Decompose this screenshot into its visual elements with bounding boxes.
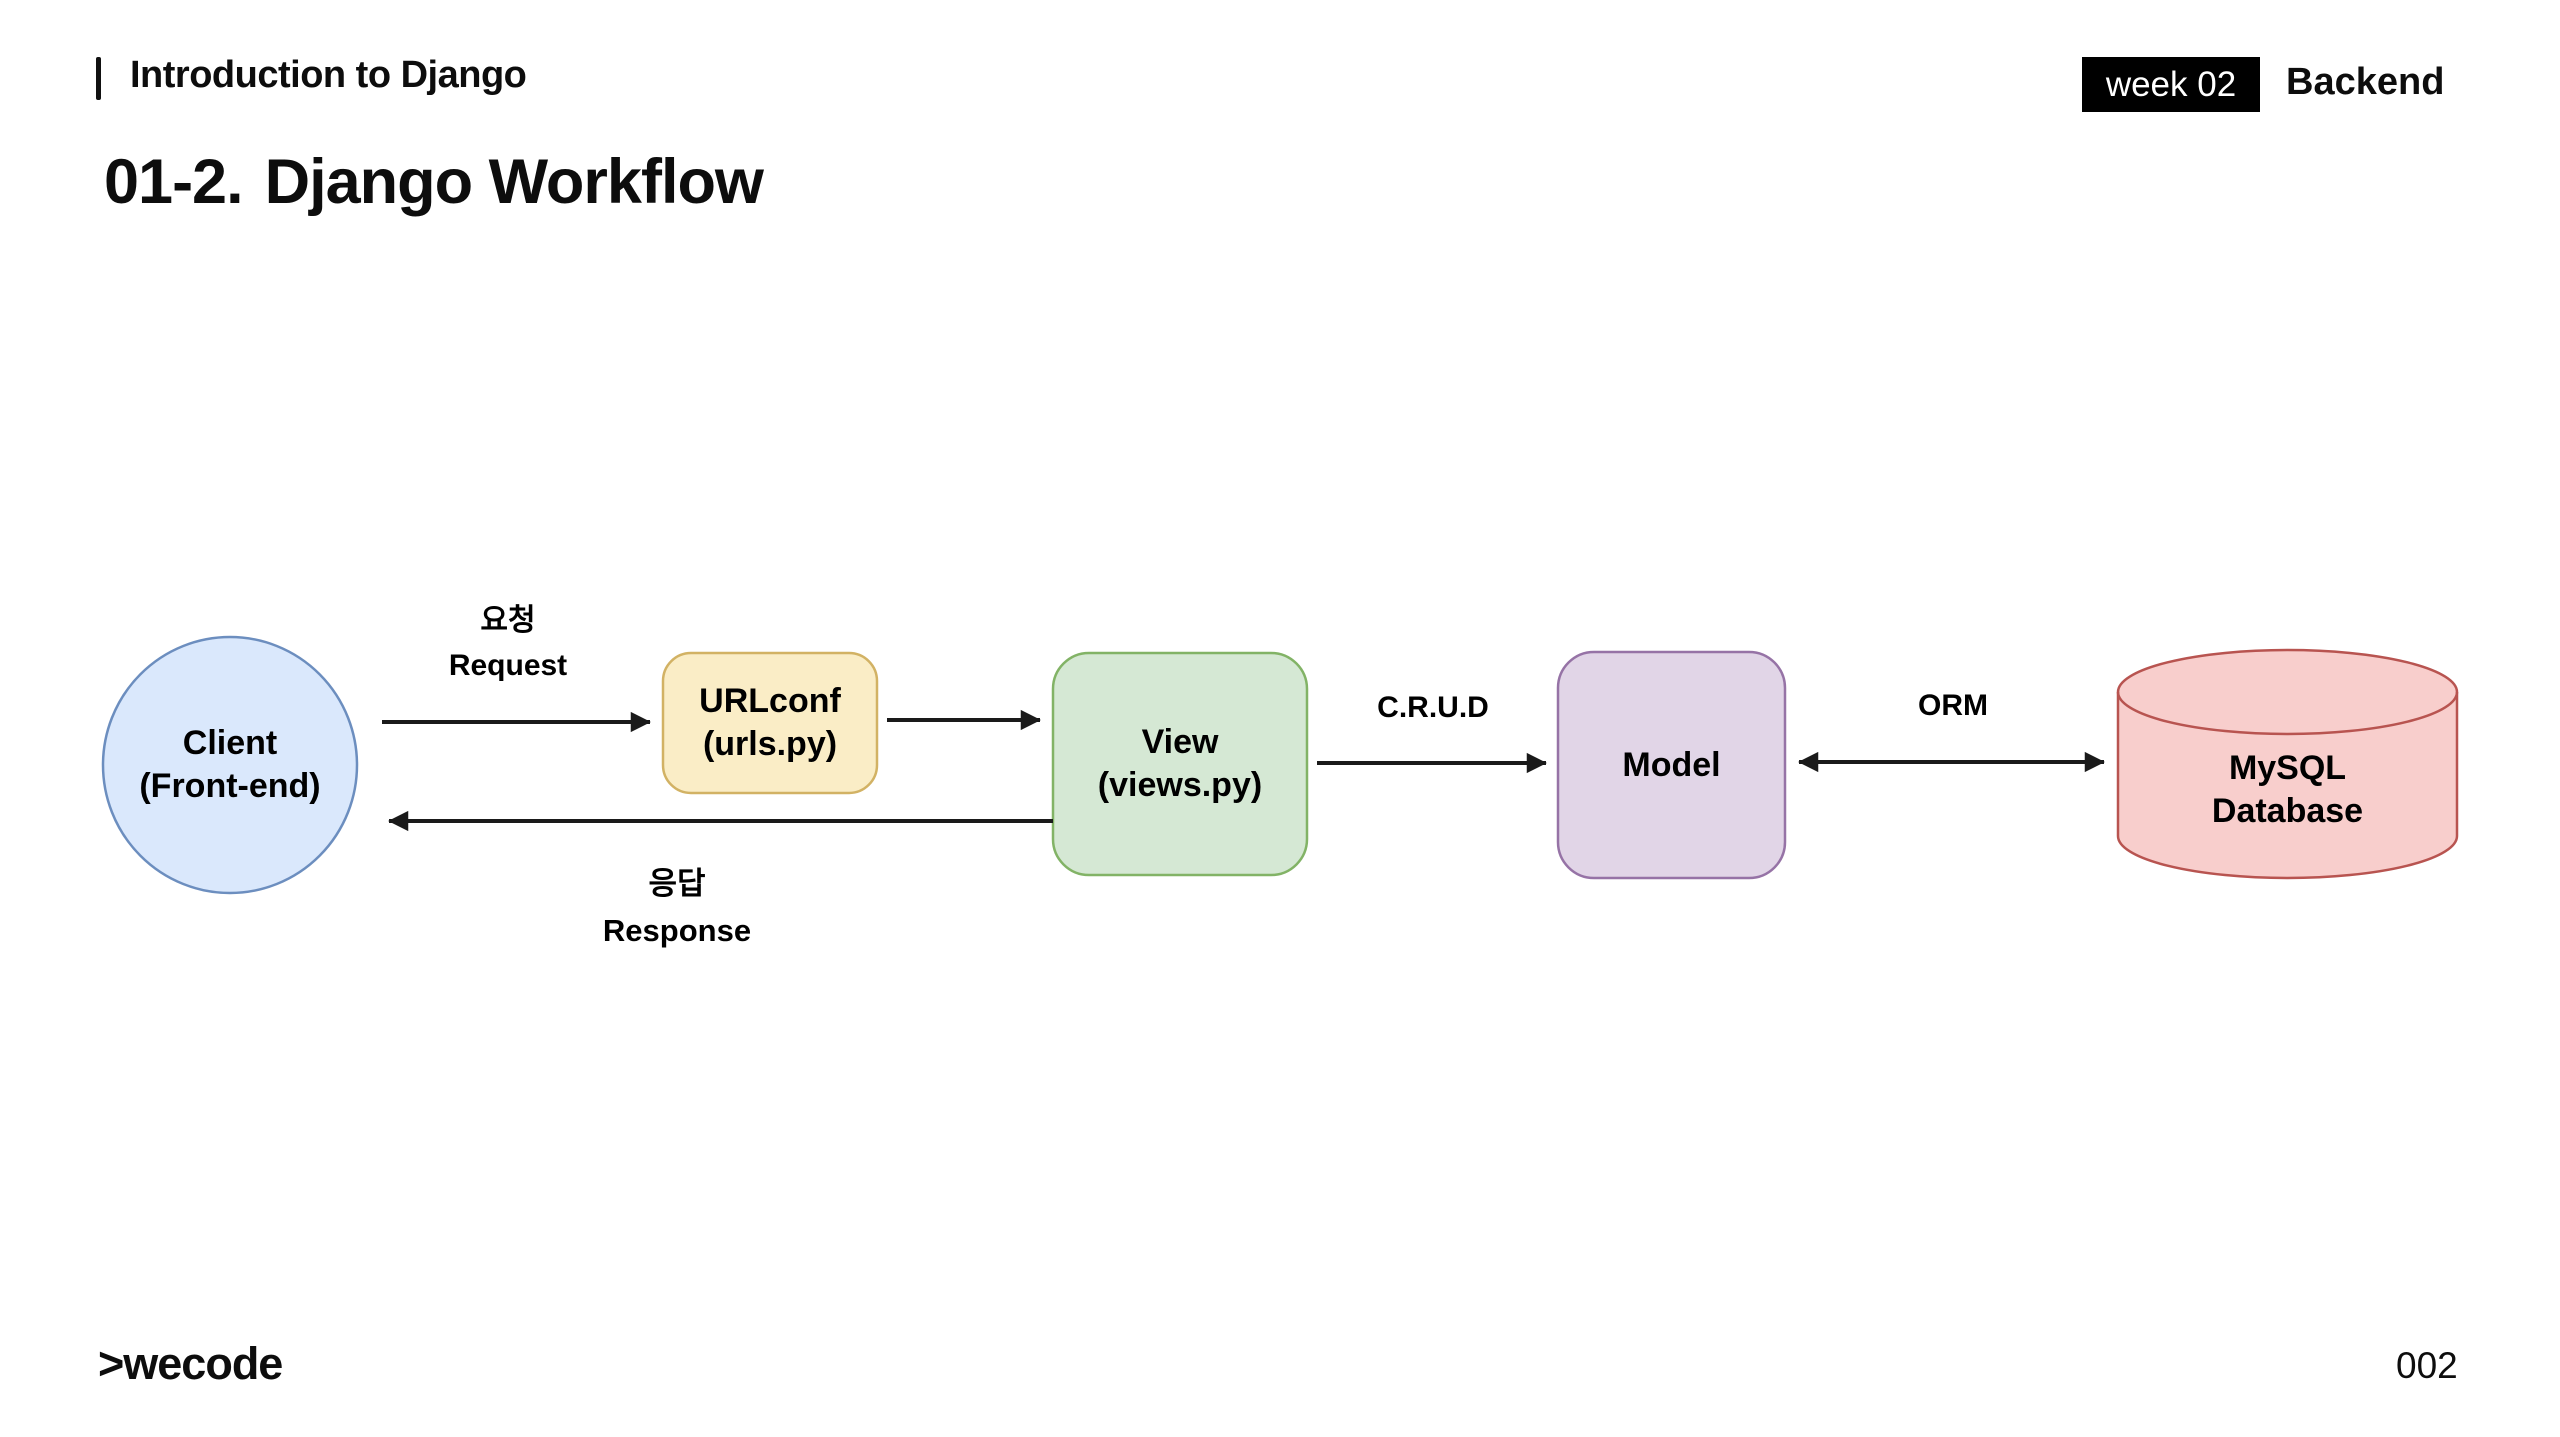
urlconf-label-line2: (urls.py) [702,725,838,763]
model-label-line1: Model [1622,745,1721,784]
response-label-english: Response [602,913,752,948]
client-node-label: Client (Front-end) [103,637,357,893]
wecode-logo: >wecode [98,1338,283,1389]
track-label: Backend [2286,61,2445,103]
page-title-number: 01-2. [104,147,244,217]
database-cylinder-cap [2116,691,2459,736]
view-label-line2: (views.py) [1097,766,1263,804]
week-badge: week 02 [2082,57,2260,112]
urlconf-label-line1: URLconf [699,682,841,720]
database-label-line2: Database [2211,792,2364,830]
view-node-label: View (views.py) [1053,653,1307,875]
header-tick-bar [96,57,101,100]
client-node-shape [101,635,359,895]
crud-edge-label: C.R.U.D [1377,691,1489,724]
page-number: 002 [2396,1345,2458,1386]
model-node-label: Model [1558,652,1785,878]
request-label-english: Request [448,649,568,682]
database-label-line1: MySQL [2228,749,2347,787]
urlconf-node-label: URLconf (urls.py) [663,653,877,793]
response-edge-label: 응답 Response [527,860,827,954]
request-label-korean: 요청 [480,604,536,637]
request-edge-label: 요청 Request [358,598,658,688]
view-label-line1: View [1141,723,1219,761]
model-node-shape [1556,650,1787,880]
database-cylinder [2116,648,2459,880]
page-title-text: Django Workflow [264,147,764,217]
view-node-shape [1051,651,1309,877]
orm-edge-label: ORM [1918,689,1988,722]
database-cylinder-body [2116,648,2459,880]
urlconf-node-shape [661,651,879,795]
section-title: Introduction to Django [130,54,527,96]
response-label-korean: 응답 [648,866,706,901]
database-node-label: MySQL Database [2118,650,2457,878]
page-title: 01-2. Django Workflow [104,146,764,218]
client-label-line2: (Front-end) [139,767,321,805]
client-label-line1: Client [182,724,278,762]
